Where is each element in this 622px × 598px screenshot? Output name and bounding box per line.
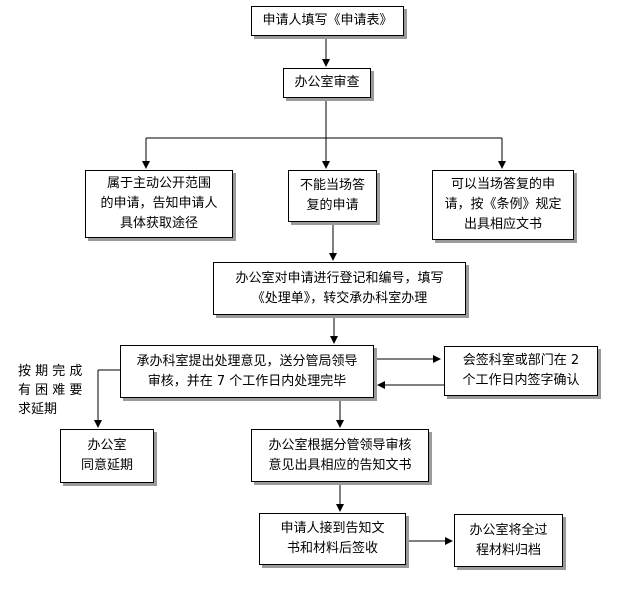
node-review: 办公室审查 — [283, 68, 371, 98]
node-countersign: 会签科室或部门在 2 个工作日内签字确认 — [444, 346, 598, 396]
node-public: 属于主动公开范围 的申请，告知申请人 具体获取途径 — [85, 170, 233, 238]
node-handle: 承办科室提出处理意见，送分管局领导 审核，并在 7 个工作日内处理完毕 — [120, 345, 374, 398]
node-extend: 办公室 同意延期 — [60, 429, 154, 483]
node-register: 办公室对申请进行登记和编号，填写 《处理单》，转交承办科室办理 — [213, 262, 466, 315]
node-notice: 办公室根据分管领导审核 意见出具相应的告知文书 — [251, 429, 429, 482]
node-apply: 申请人填写《申请表》 — [251, 6, 404, 36]
node-cannot-reply: 不能当场答 复的申请 — [288, 170, 377, 222]
node-receive: 申请人接到告知文 书和材料后签收 — [259, 513, 406, 565]
node-archive: 办公室将全过 程材料归档 — [454, 514, 563, 567]
node-can-reply: 可以当场答复的申 请，按《条例》规定 出具相应文书 — [432, 170, 574, 240]
side-note-extension: 按 期 完 成 有 困 难 要 求延期 — [18, 364, 83, 417]
